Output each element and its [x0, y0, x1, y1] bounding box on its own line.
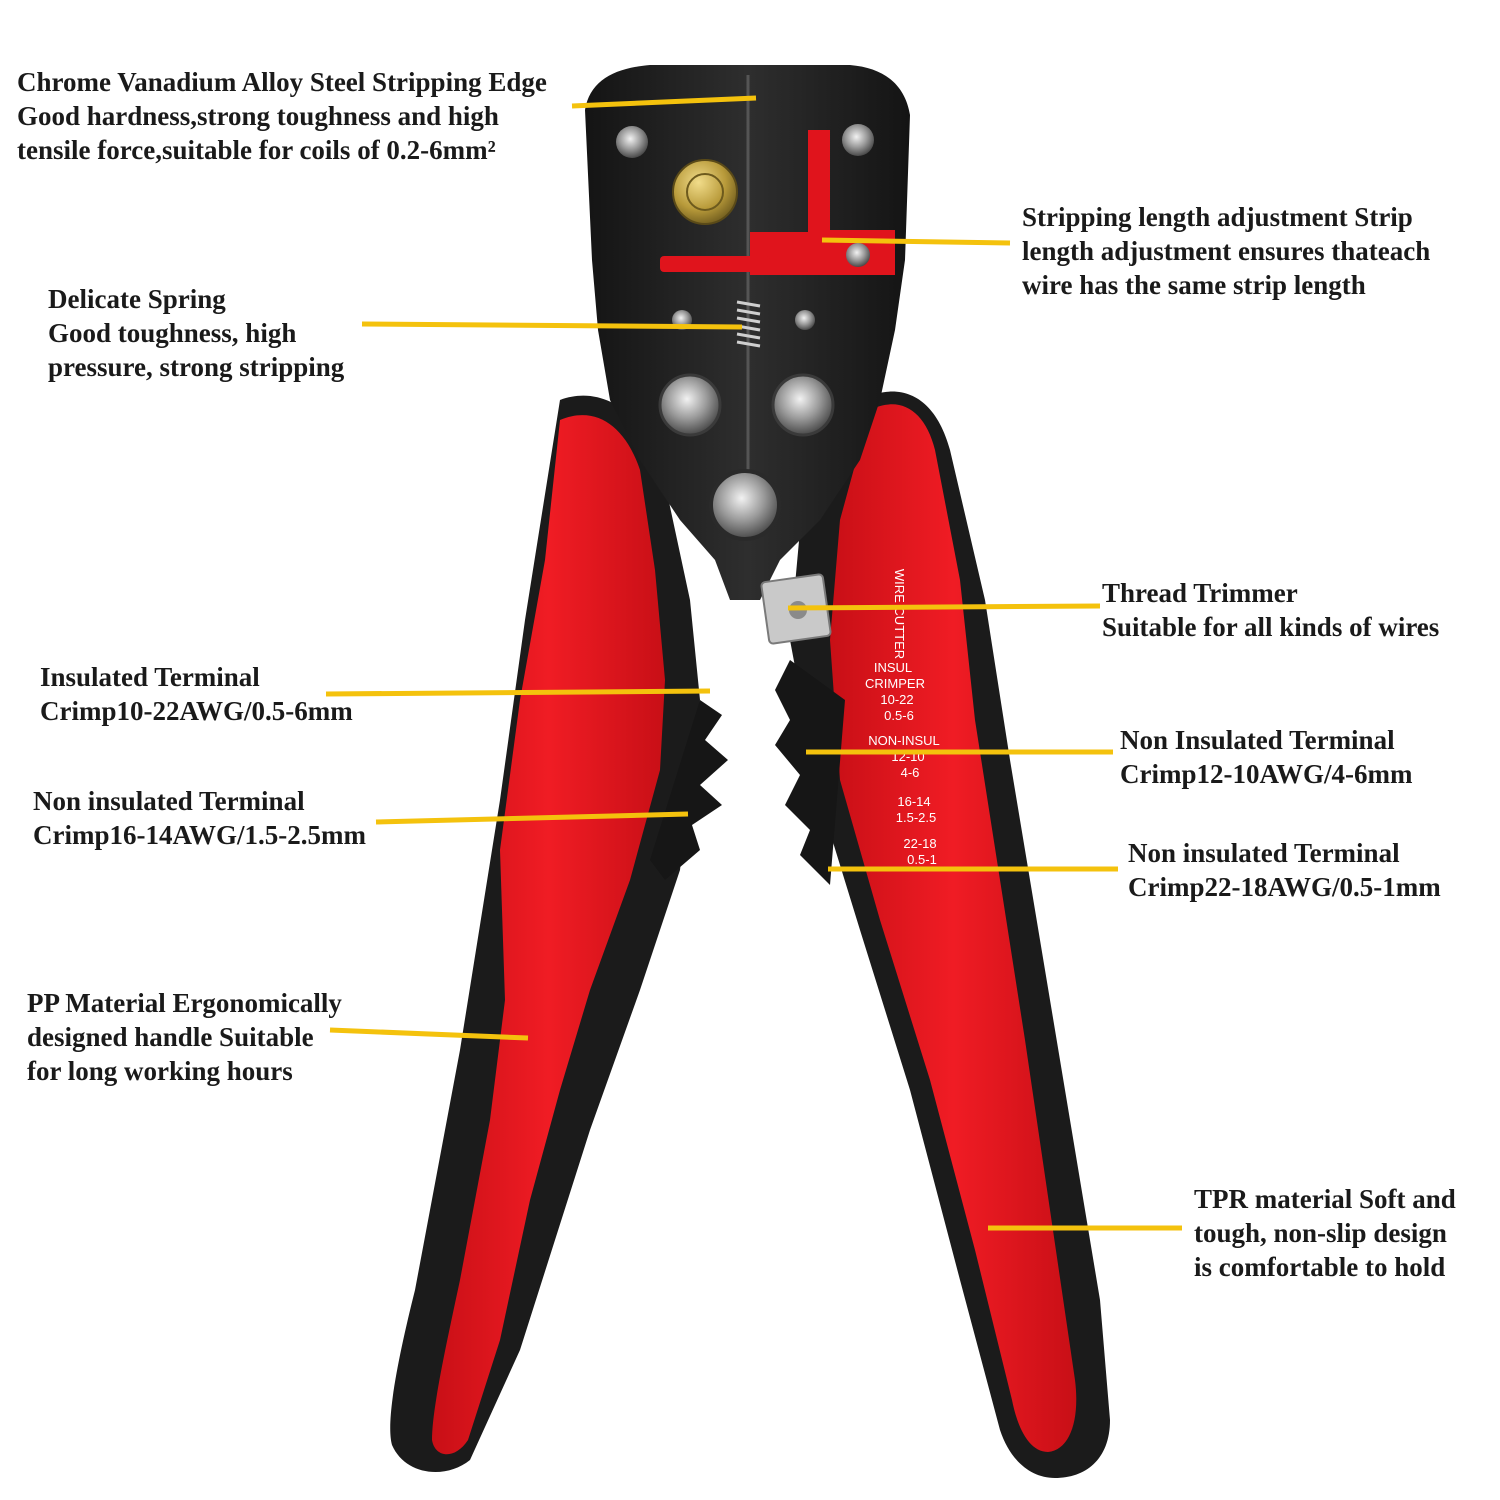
wire-cutter-marking: WIRE CUTTER	[892, 569, 907, 659]
callout-pp-handle: PP Material Ergonomically designed handl…	[27, 986, 342, 1088]
callout-stripping-edge: Chrome Vanadium Alloy Steel Stripping Ed…	[17, 65, 547, 167]
callout-line: Thread Trimmer	[1102, 578, 1298, 608]
callout-length-adjustment: Stripping length adjustment Strip length…	[1022, 200, 1430, 302]
upper-left-bolt	[616, 126, 648, 158]
callout-tpr-material: TPR material Soft and tough, non-slip de…	[1194, 1182, 1456, 1284]
callout-line: Crimp12-10AWG/4-6mm	[1120, 759, 1413, 789]
insul-crimper-line-1: INSUL	[874, 660, 912, 675]
pivot-bolt	[709, 469, 781, 541]
callout-line: Suitable for all kinds of wires	[1102, 612, 1440, 642]
callout-line: is comfortable to hold	[1194, 1252, 1446, 1282]
insul-crimper-line-4: 0.5-6	[884, 708, 914, 723]
callout-line: tough, non-slip design	[1194, 1218, 1447, 1248]
insul-crimper-line-3: 10-22	[880, 692, 913, 707]
leader-length-adjustment	[821, 237, 1011, 246]
callout-line: Good toughness, high	[48, 318, 297, 348]
callout-line: Insulated Terminal	[40, 662, 260, 692]
callout-line: Crimp16-14AWG/1.5-2.5mm	[33, 820, 366, 850]
callout-line: Chrome Vanadium Alloy Steel Stripping Ed…	[17, 67, 547, 97]
callout-line: TPR material Soft and	[1194, 1184, 1456, 1214]
left-handle-red-panel	[432, 415, 665, 1455]
leader-pp-handle	[329, 1027, 529, 1041]
callout-line: Crimp10-22AWG/0.5-6mm	[40, 696, 353, 726]
left-crimp-teeth	[650, 700, 728, 880]
right-crimp-teeth	[775, 660, 845, 885]
callout-line: Stripping length adjustment Strip	[1022, 202, 1413, 232]
insul-crimper-line-2: CRIMPER	[865, 676, 925, 691]
callout-line: Delicate Spring	[48, 284, 226, 314]
leader-thread-trimmer	[787, 603, 1101, 611]
callout-non-insulated-12-10: Non Insulated Terminal Crimp12-10AWG/4-6…	[1120, 723, 1412, 791]
size-22-18-line-2: 0.5-1	[907, 852, 937, 867]
callout-line: Good hardness,strong toughness and high	[17, 101, 499, 131]
callout-line: Non insulated Terminal	[1128, 838, 1400, 868]
callout-thread-trimmer: Thread Trimmer Suitable for all kinds of…	[1102, 576, 1439, 644]
upper-right-bolt	[842, 124, 874, 156]
tool-illustration: WIRE CUTTER INSUL CRIMPER 10-22 0.5-6 NO…	[390, 65, 1110, 1478]
right-handle-red-panel	[830, 404, 1077, 1452]
callout-line: pressure, strong stripping	[48, 352, 345, 382]
size-16-14-line-1: 16-14	[897, 794, 930, 809]
callout-line: designed handle Suitable	[27, 1022, 314, 1052]
middle-left-bolt	[658, 373, 722, 437]
leader-insulated-crimp	[325, 688, 711, 697]
callout-line: tensile force,suitable for coils of 0.2-…	[17, 135, 496, 165]
callout-line: for long working hours	[27, 1056, 293, 1086]
callout-non-insulated-22-18: Non insulated Terminal Crimp22-18AWG/0.5…	[1128, 836, 1441, 904]
callout-line: wire has the same strip length	[1022, 270, 1366, 300]
size-16-14-line-2: 1.5-2.5	[896, 810, 936, 825]
non-insul-line-3: 4-6	[901, 765, 920, 780]
callout-insulated-crimp: Insulated Terminal Crimp10-22AWG/0.5-6mm	[40, 660, 353, 728]
callout-spring: Delicate Spring Good toughness, high pre…	[48, 282, 344, 384]
callout-line: Non Insulated Terminal	[1120, 725, 1395, 755]
callout-non-insulated-16-14: Non insulated Terminal Crimp16-14AWG/1.5…	[33, 784, 366, 852]
leader-stripping-edge	[571, 95, 757, 109]
leader-spring	[361, 321, 743, 330]
callout-line: length adjustment ensures thateach	[1022, 236, 1431, 266]
brass-knob	[672, 159, 738, 225]
leader-lines	[325, 95, 1182, 1231]
callout-line: Non insulated Terminal	[33, 786, 305, 816]
leader-non-insulated-16-14	[375, 811, 689, 825]
middle-right-bolt	[771, 373, 835, 437]
callout-line: Crimp22-18AWG/0.5-1mm	[1128, 872, 1441, 902]
non-insul-line-1: NON-INSUL	[868, 733, 940, 748]
size-22-18-line-1: 22-18	[903, 836, 936, 851]
callout-line: PP Material Ergonomically	[27, 988, 342, 1018]
